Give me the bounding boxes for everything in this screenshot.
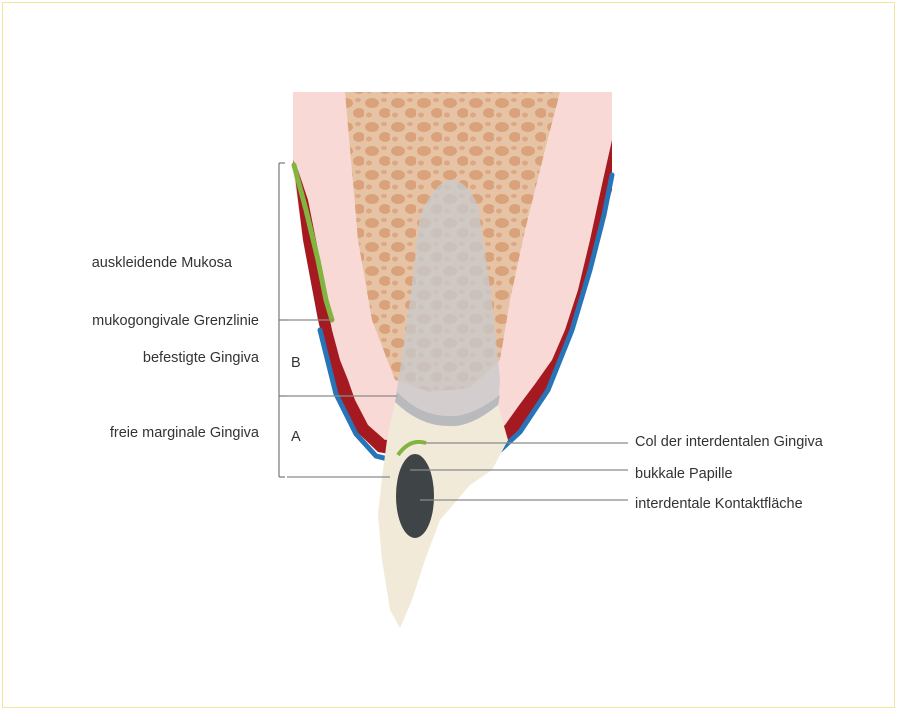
label-free-gingiva: freie marginale Gingiva bbox=[110, 425, 259, 441]
label-mucogingival-line: mukogongivale Grenzlinie bbox=[92, 313, 259, 329]
contact-area-shape bbox=[396, 454, 434, 538]
tooth-crown bbox=[378, 402, 508, 628]
label-col: Col der interdentalen Gingiva bbox=[635, 434, 823, 450]
label-buccal-papilla: bukkale Papille bbox=[635, 466, 733, 482]
label-attached-gingiva: befestigte Gingiva bbox=[143, 350, 259, 366]
label-zone-b: B bbox=[291, 355, 301, 371]
zone-bracket bbox=[279, 163, 287, 477]
label-lining-mucosa: auskleidende Mukosa bbox=[92, 255, 232, 271]
label-contact-area: interdentale Kontaktfläche bbox=[635, 496, 803, 512]
label-zone-a: A bbox=[291, 429, 301, 445]
